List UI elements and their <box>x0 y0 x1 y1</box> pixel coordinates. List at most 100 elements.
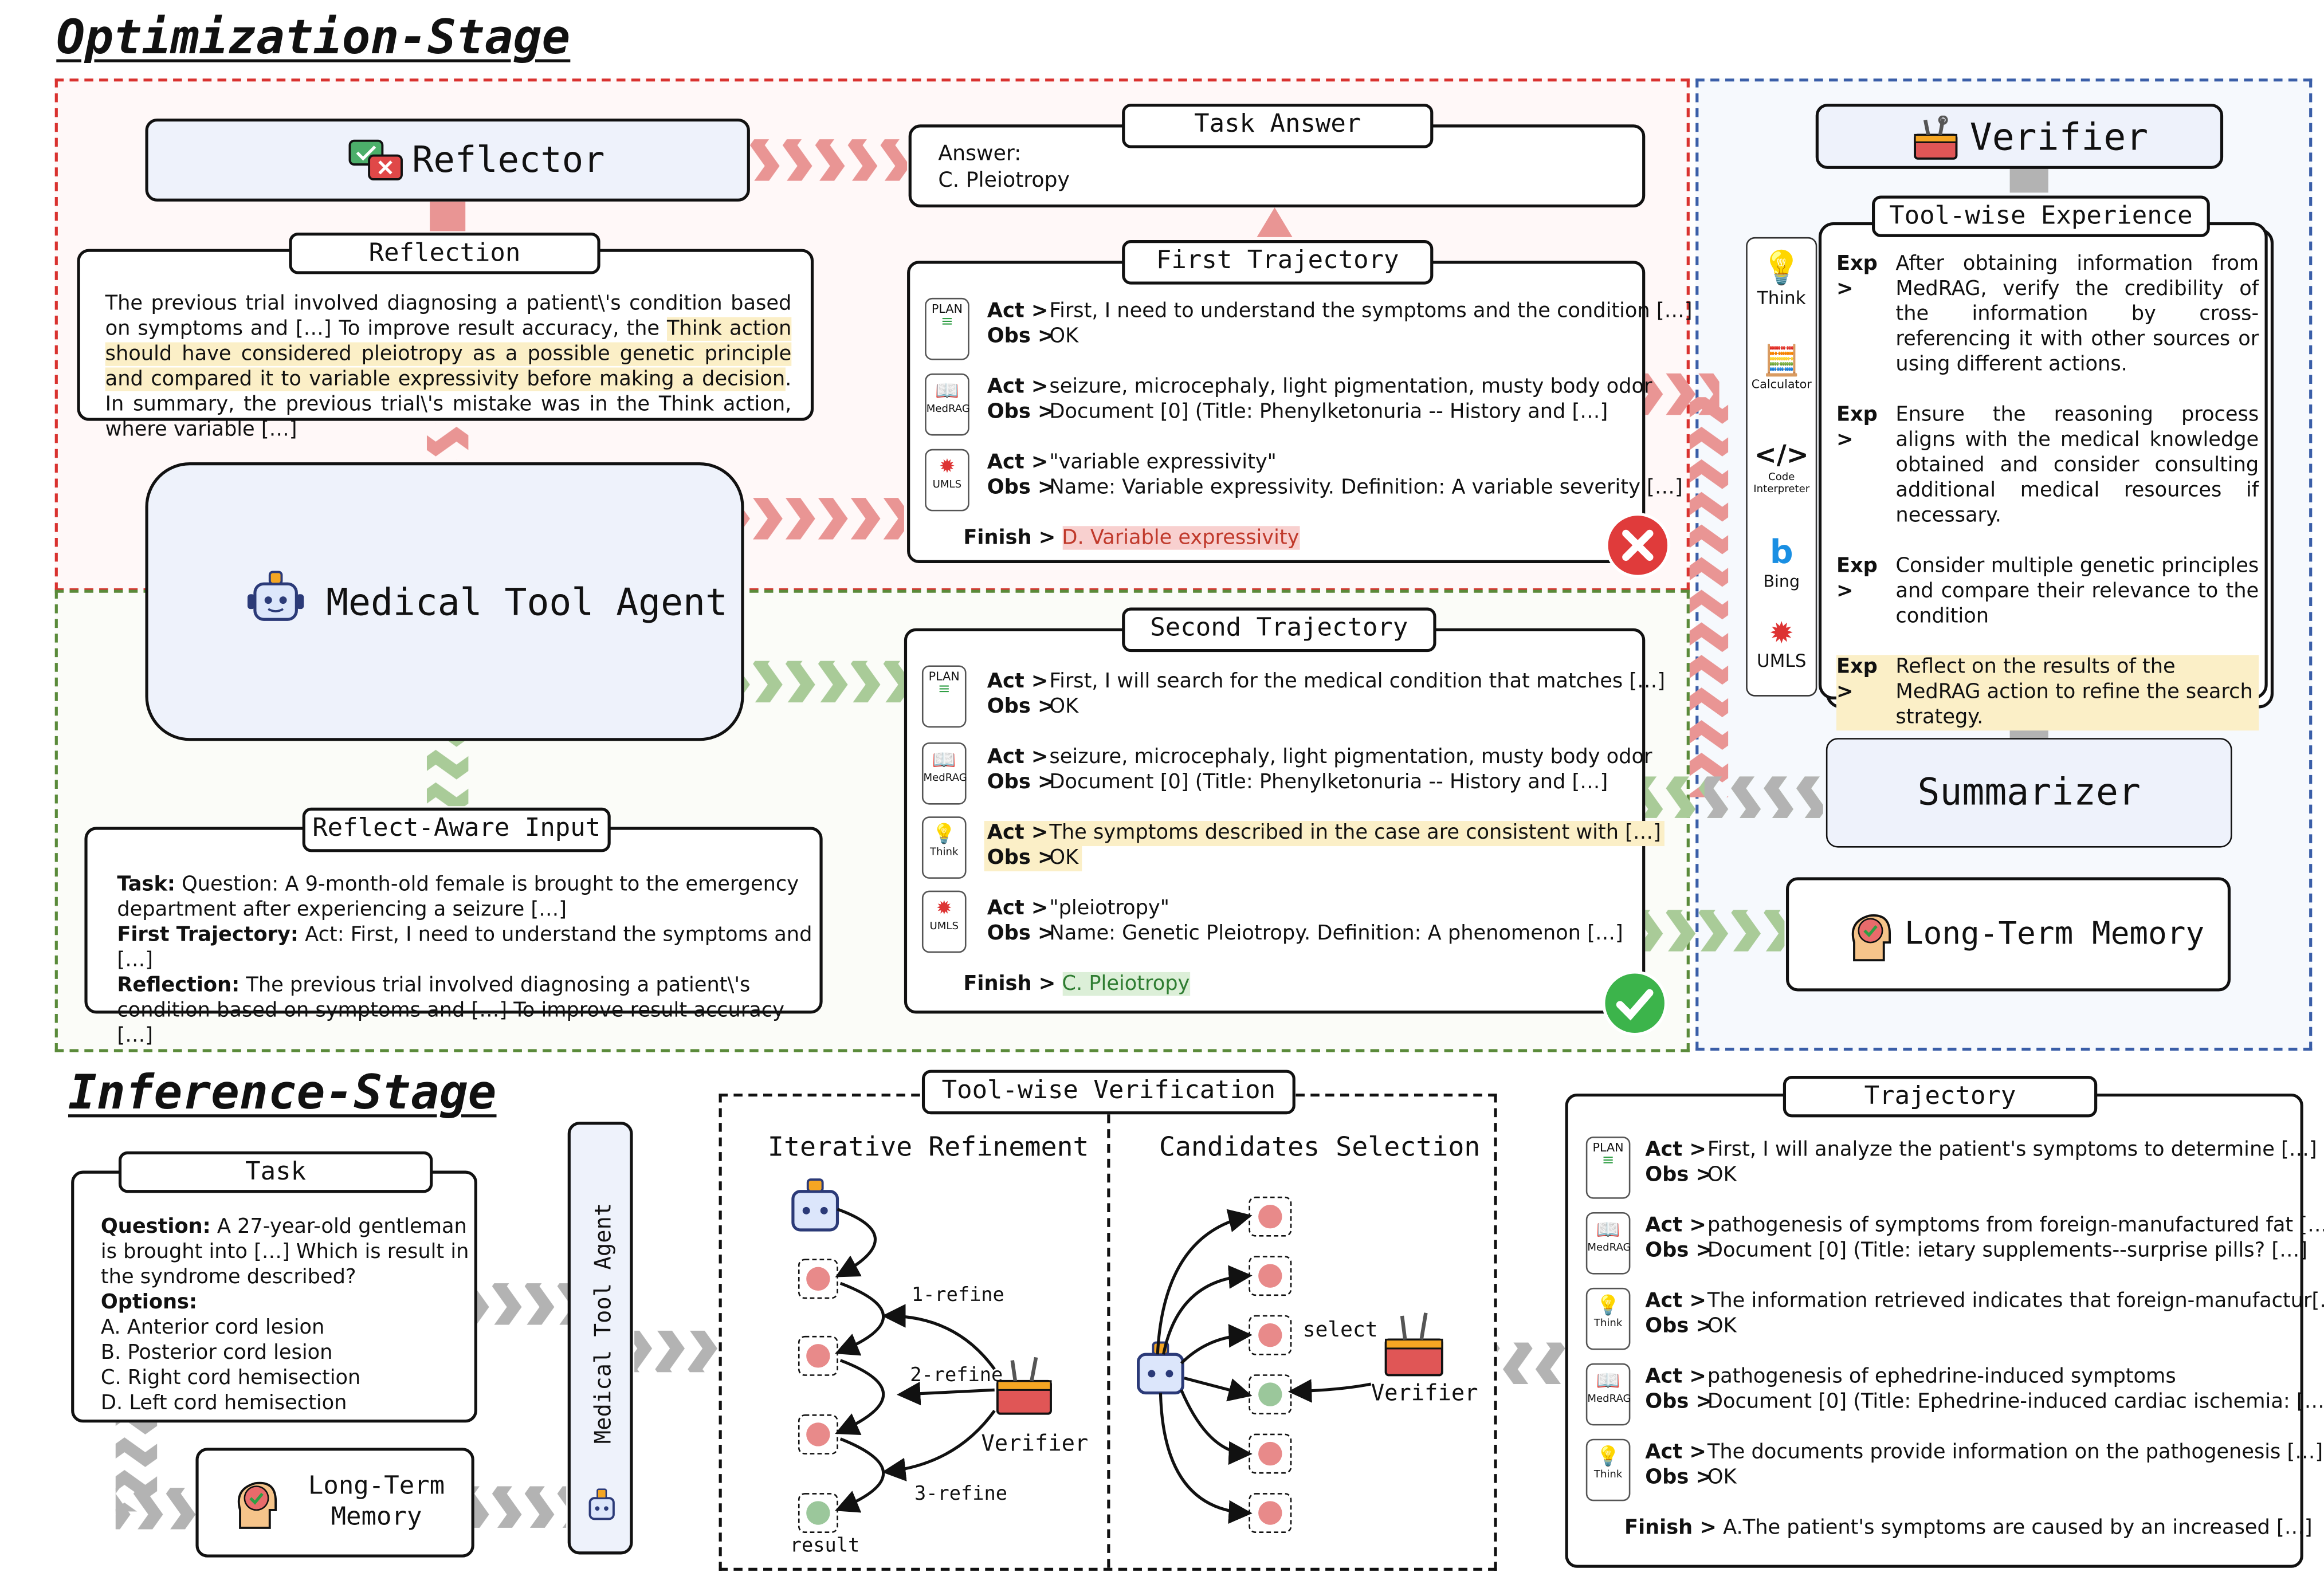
second-step-1: Act >First, I will search for the medica… <box>987 670 1665 695</box>
iterative-refinement-title: Iterative Refinement <box>767 1132 1089 1163</box>
act-label: Act > <box>1645 1365 1706 1389</box>
optimization-stage-title: Optimization-Stage <box>56 9 571 65</box>
robot-icon <box>247 571 304 621</box>
first-step-1: Act >First, I need to understand the sym… <box>987 300 1693 325</box>
task-content: Question: A 27-year-old gentleman is bro… <box>101 1215 472 1417</box>
exp-label: Exp > <box>1836 655 1878 704</box>
obs-label: Obs > <box>1645 1465 1713 1489</box>
obs-label: Obs > <box>987 400 1055 424</box>
refine-label-1: 1-refine <box>911 1284 1004 1307</box>
reflection-text: The previous trial involved diagnosing a… <box>105 292 792 443</box>
reflector-box: Reflector <box>145 118 750 202</box>
vertical-agent-label: Medical Tool Agent <box>590 1202 617 1444</box>
bing-tool-label: Bing <box>1763 572 1800 592</box>
experience-list: Exp >After obtaining information from Me… <box>1836 252 2259 731</box>
result-label: result <box>790 1535 860 1558</box>
refine-arcs <box>835 1208 1372 1513</box>
act-label: Act > <box>1645 1138 1706 1162</box>
obs-label: Obs > <box>987 921 1055 946</box>
umls-icon: ✹UMLS <box>925 449 969 512</box>
medrag-icon-label: MedRAG <box>926 403 970 415</box>
code-interpreter-tool: </>Code Interpreter <box>1748 440 1816 495</box>
iterative-robot <box>791 1178 839 1232</box>
first-trajectory-text: Act: First, I need to understand the sym… <box>117 923 812 972</box>
act-label: Act > <box>987 896 1049 921</box>
options-label: Options: <box>100 1291 198 1315</box>
inference-step-2: Act >pathogenesis of symptoms from forei… <box>1645 1214 2324 1239</box>
medrag-icon-label: MedRAG <box>1587 1241 1631 1254</box>
act-text: The documents provide information on the… <box>1707 1440 2323 1464</box>
memory-title-line2: Memory <box>331 1502 422 1532</box>
obs-label: Obs > <box>1645 1390 1713 1414</box>
inference-step-2-obs: Obs >Document [0] (Title: ietary supplem… <box>1645 1239 2307 1264</box>
act-label: Act > <box>987 821 1049 845</box>
umls-icon-label: UMLS <box>932 478 962 491</box>
question-label: Question: <box>100 1215 211 1239</box>
verifier-toolbox-left <box>996 1357 1052 1415</box>
inference-task-tab: Task <box>118 1151 433 1193</box>
code-tool-label: Code Interpreter <box>1753 471 1810 495</box>
answer-label: Answer: <box>938 142 1022 166</box>
experience-text: Ensure the reasoning process aligns with… <box>1895 403 2259 528</box>
verifier-toolbox-right <box>1384 1312 1443 1377</box>
iterative-nodes <box>798 1259 838 1533</box>
inference-step-4: Act >pathogenesis of ephedrine-induced s… <box>1645 1365 2176 1390</box>
second-step-1-obs: Obs >OK <box>987 695 1078 720</box>
act-label: Act > <box>1645 1289 1706 1313</box>
obs-text: Name: Genetic Pleiotropy. Definition: A … <box>1049 921 1623 946</box>
obs-label: Obs > <box>987 695 1055 719</box>
verification-divider <box>1107 1114 1110 1568</box>
act-text: The symptoms described in the case are c… <box>1049 821 1661 845</box>
act-label: Act > <box>987 299 1049 323</box>
finish-value: A.The patient's symptoms are caused by a… <box>1723 1516 2313 1540</box>
obs-text: Document [0] (Title: Phenylketonuria -- … <box>1049 771 1608 795</box>
reflect-input-text: Task: Question: A 9-month-old female is … <box>117 873 814 1049</box>
select-label: select <box>1302 1319 1378 1343</box>
calculator-tool-label: Calculator <box>1751 378 1812 391</box>
act-text: First, I need to understand the symptoms… <box>1049 299 1693 323</box>
robot-icon <box>588 1488 615 1520</box>
reflection-text-part2: . In summary, the previous trial\'s mist… <box>105 367 792 442</box>
reflection-label: Reflection: <box>117 973 240 997</box>
finish-label: Finish > <box>963 972 1056 996</box>
obs-label: Obs > <box>987 846 1055 870</box>
obs-label: Obs > <box>987 324 1055 348</box>
act-text: First, I will analyze the patient's symp… <box>1707 1138 2317 1162</box>
inference-task-box: Question: A 27-year-old gentleman is bro… <box>71 1170 477 1423</box>
verifier-label-right: Verifier <box>1371 1379 1478 1406</box>
candidate-arcs <box>1156 1209 1253 1524</box>
obs-text: Name: Variable expressivity. Definition:… <box>1049 475 1683 500</box>
umls-icon: ✹UMLS <box>921 890 967 953</box>
umls-icon-label: UMLS <box>929 920 959 933</box>
obs-text: OK <box>1707 1314 1737 1338</box>
task-label: Task: <box>117 872 175 897</box>
first-step-1-obs: Obs >OK <box>987 324 1078 349</box>
second-step-3-obs: Obs >OK <box>984 846 1082 871</box>
second-trajectory-box: PLAN≡ Act >First, I will search for the … <box>904 628 1665 1014</box>
inference-step-5-obs: Obs >OK <box>1645 1465 1736 1491</box>
medrag-icon: 📖MedRAG <box>1585 1212 1631 1275</box>
inference-trajectory-box: PLAN≡ Act >First, I will analyze the pat… <box>1565 1094 2324 1568</box>
experience-item: Exp >Ensure the reasoning process aligns… <box>1836 403 2259 529</box>
reflect-aware-input-box: Task: Question: A 9-month-old female is … <box>84 827 823 1048</box>
think-tool: 💡Think <box>1748 250 1816 308</box>
answer-value: C. Pleiotropy <box>938 168 1070 193</box>
first-step-3: Act >"variable expressivity" <box>987 450 1277 475</box>
exp-label: Exp > <box>1836 251 1878 301</box>
second-step-2-obs: Obs >Document [0] (Title: Phenylketonuri… <box>987 771 1608 796</box>
check-icon <box>1602 970 1668 1036</box>
experience-item: Exp >Consider multiple genetic principle… <box>1836 554 2259 630</box>
medrag-icon: 📖MedRAG <box>925 373 970 436</box>
experience-item: Exp >After obtaining information from Me… <box>1836 252 2259 378</box>
verifier-title: Verifier <box>1969 115 2149 159</box>
task-answer-tab: Task Answer <box>1122 104 1434 148</box>
option-c: C. Right cord hemisection <box>100 1366 361 1390</box>
cross-icon <box>1605 513 1671 578</box>
finish-label: Finish > <box>1624 1516 1717 1540</box>
inference-trajectory-tab: Trajectory <box>1783 1075 2098 1118</box>
medrag-icon-label: MedRAG <box>923 772 967 784</box>
medrag-icon-label: MedRAG <box>1587 1393 1631 1405</box>
inference-step-3: Act >The information retrieved indicates… <box>1645 1289 2324 1314</box>
think-icon-label: Think <box>1593 1468 1623 1481</box>
